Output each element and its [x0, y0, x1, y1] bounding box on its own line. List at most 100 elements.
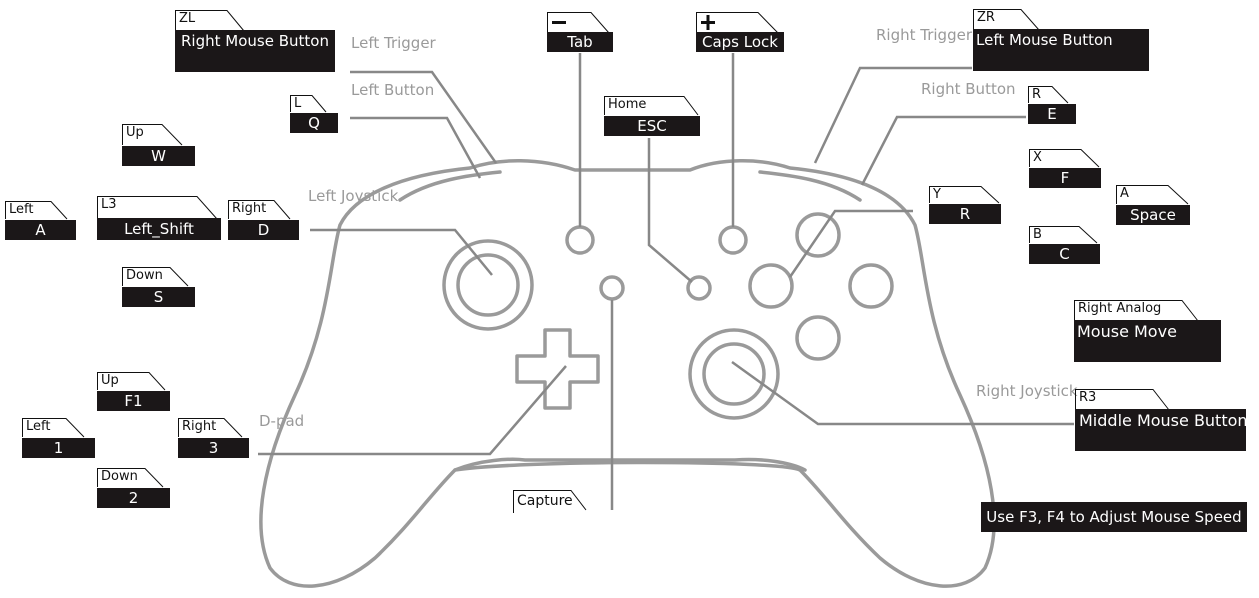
key-x-value: F — [1029, 168, 1101, 188]
key-dpad-down-tab: Down — [101, 469, 138, 484]
key-zr-tab: ZR — [977, 10, 995, 25]
right-joystick-inner — [702, 342, 766, 406]
leader-dpad — [258, 365, 567, 456]
key-r3-tab: R3 — [1079, 390, 1097, 405]
key-dpad-left: Left 1 — [22, 418, 95, 458]
key-plus: Caps Lock — [696, 12, 784, 52]
key-dpad-left-value: 1 — [22, 438, 95, 458]
key-y-tab: Y — [933, 187, 941, 202]
right-trigger-label: Right Trigger — [876, 26, 972, 44]
key-minus: Tab — [547, 12, 613, 52]
left-trigger-label: Left Trigger — [351, 34, 436, 52]
key-right-value: D — [228, 220, 299, 240]
key-r-value: E — [1028, 104, 1076, 124]
leader-esc — [647, 138, 693, 283]
key-tab-shape — [290, 95, 327, 113]
key-l3: L3 Left_Shift — [97, 196, 221, 240]
key-zl-value: Right Mouse Button — [175, 30, 335, 72]
left-joystick-outer — [442, 239, 534, 331]
key-l-tab: L — [294, 96, 302, 111]
key-l3-tab: L3 — [101, 197, 117, 212]
key-a: A Space — [1116, 185, 1190, 225]
key-down: Down S — [122, 267, 195, 307]
key-zl: ZL Right Mouse Button — [175, 10, 335, 72]
key-l3-value: Left_Shift — [97, 218, 221, 240]
key-dpad-left-tab: Left — [26, 419, 51, 434]
x-button — [795, 212, 841, 258]
key-left-tab: Left — [9, 202, 34, 217]
key-left: Left A — [5, 201, 76, 240]
key-r-tab: R — [1032, 87, 1042, 102]
key-right: Right D — [228, 200, 299, 240]
key-a-value: Space — [1116, 205, 1190, 225]
key-tab-shape — [5, 201, 68, 220]
leader-y — [788, 209, 913, 278]
dpad-shape — [515, 328, 600, 410]
key-tab-shape — [1029, 149, 1100, 168]
key-b: B C — [1029, 226, 1100, 264]
key-capture-tab: Capture — [517, 493, 573, 509]
left-button-label: Left Button — [351, 81, 435, 99]
right-joystick-label: Right Joystick — [976, 382, 1078, 400]
b-button — [795, 315, 841, 361]
key-tab-shape — [696, 12, 779, 34]
key-a-tab: A — [1120, 186, 1129, 201]
key-home-value: ESC — [604, 116, 700, 136]
key-tab-shape — [1029, 226, 1098, 244]
key-x-tab: X — [1033, 150, 1042, 165]
key-zl-tab: ZL — [179, 11, 196, 26]
key-tab-shape — [1075, 389, 1170, 411]
key-home-tab: Home — [608, 97, 647, 112]
key-r3-value: Middle Mouse Button — [1075, 409, 1248, 451]
leader-r3 — [731, 360, 1074, 426]
capture-button — [599, 275, 625, 301]
right-shoulder-curve — [758, 170, 862, 202]
controller-body-outline — [259, 158, 996, 588]
right-button-label: Right Button — [921, 80, 1016, 98]
key-y: Y R — [929, 186, 1001, 224]
key-zr: ZR Left Mouse Button — [973, 9, 1149, 71]
key-dpad-up-value: F1 — [97, 391, 170, 411]
key-dpad-right: Right 3 — [178, 418, 249, 458]
key-tab-shape — [178, 418, 243, 438]
key-dpad-down: Down 2 — [97, 468, 170, 508]
key-tab-shape — [929, 186, 1000, 204]
key-tab-shape — [1116, 185, 1189, 205]
leader-left-button — [350, 116, 482, 179]
key-l-value: Q — [290, 113, 338, 133]
key-r3: R3 Middle Mouse Button — [1075, 389, 1248, 451]
key-b-tab: B — [1033, 227, 1042, 242]
key-zr-value: Left Mouse Button — [973, 29, 1149, 71]
plus-button — [718, 225, 748, 255]
key-tab-shape — [122, 124, 183, 146]
key-dpad-up: Up F1 — [97, 372, 170, 411]
leader-left-trigger — [350, 70, 498, 164]
key-up-tab: Up — [126, 125, 144, 140]
left-joystick-label: Left Joystick — [308, 187, 399, 205]
key-tab-shape — [22, 418, 85, 438]
key-tab-shape — [97, 196, 218, 220]
key-plus-value: Caps Lock — [696, 32, 784, 52]
key-dpad-right-tab: Right — [182, 419, 217, 434]
bottom-inner-curve — [453, 457, 807, 472]
key-home: Home ESC — [604, 96, 700, 136]
key-l: L Q — [290, 95, 338, 133]
key-dpad-right-value: 3 — [178, 438, 249, 458]
key-b-value: C — [1029, 244, 1100, 264]
key-dpad-down-value: 2 — [97, 488, 170, 508]
key-up: Up W — [122, 124, 195, 166]
key-dpad-up-tab: Up — [101, 373, 119, 388]
home-button — [686, 275, 712, 301]
right-joystick-outer — [688, 328, 780, 420]
leader-right-button — [860, 115, 1026, 186]
key-left-value: A — [5, 220, 76, 240]
key-tab-shape — [547, 12, 610, 34]
leader-right-trigger — [813, 66, 972, 164]
key-right-analog-value: Mouse Move — [1074, 320, 1221, 362]
left-shoulder-curve — [398, 170, 502, 202]
key-down-tab: Down — [126, 268, 163, 283]
key-y-value: R — [929, 204, 1001, 224]
minus-button — [565, 225, 595, 255]
key-tab-shape — [97, 468, 164, 488]
